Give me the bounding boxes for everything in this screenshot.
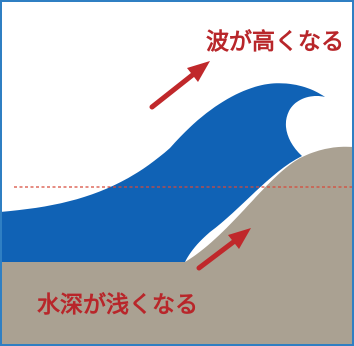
label-wave-higher: 波が高くなる (206, 29, 344, 55)
wave-water (0, 83, 325, 262)
arrow-up-icon (149, 61, 210, 110)
label-water-shallower: 水深が浅くなる (37, 292, 198, 318)
arrow-shallow-icon (196, 228, 251, 271)
seabed (0, 146, 354, 346)
